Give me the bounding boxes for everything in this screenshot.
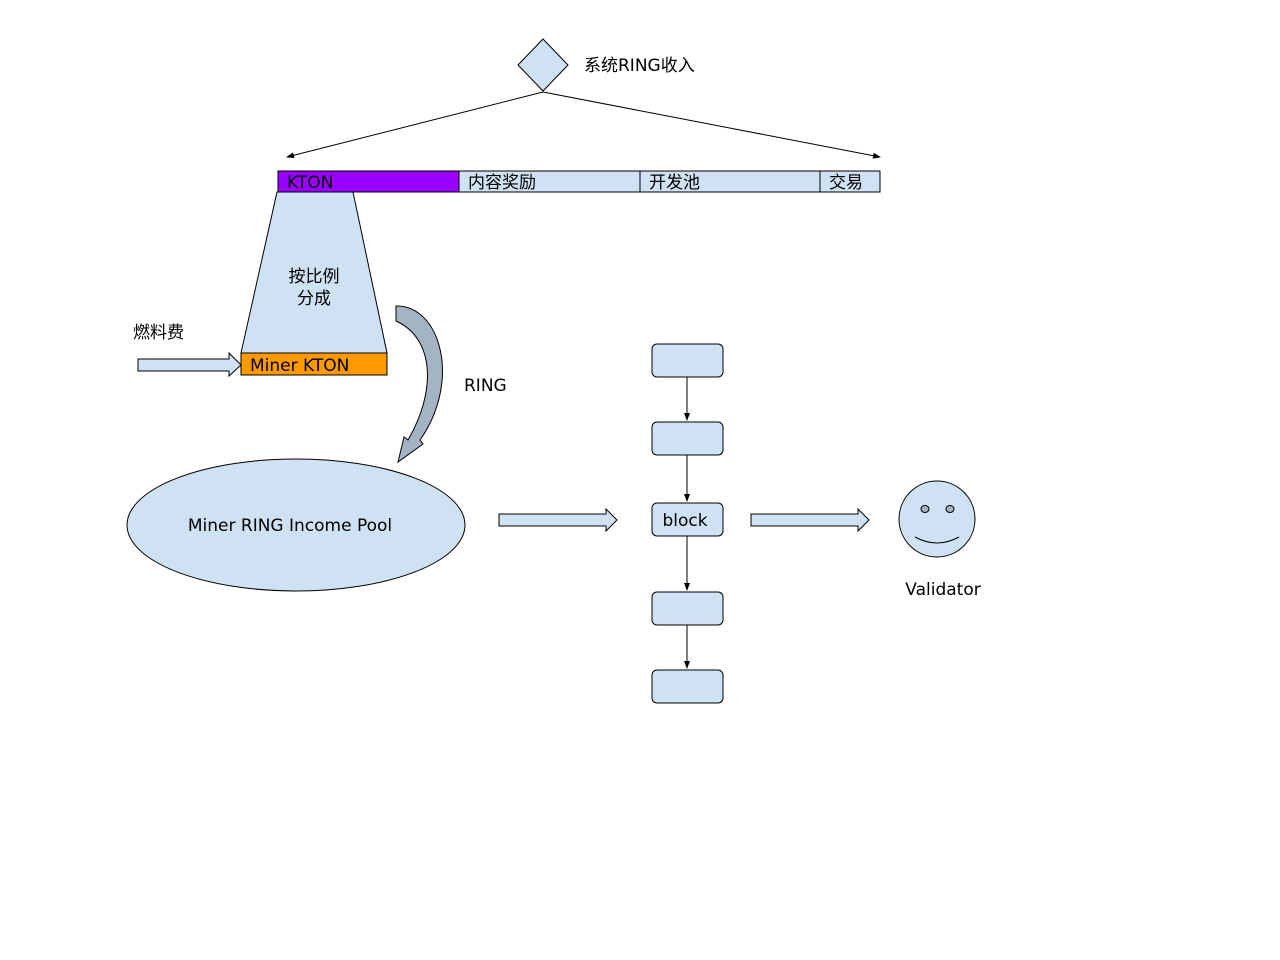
bar-label-content-reward: 内容奖励 <box>468 173 536 193</box>
chain-block-5 <box>651 669 724 704</box>
pool-to-block-arrow <box>498 507 618 533</box>
bar-label-kton: KTON <box>287 173 333 193</box>
block-label: block <box>662 511 707 531</box>
miner-kton-box <box>240 352 388 376</box>
arrow-to-bar-left <box>286 91 544 159</box>
validator-label: Validator <box>905 580 980 600</box>
validator-smiley-icon <box>898 480 976 558</box>
ring-flow-label: RING <box>464 376 507 396</box>
chain-block-4 <box>651 591 724 626</box>
system-ring-income-label: 系统RING收入 <box>584 56 695 76</box>
fuel-fee-label: 燃料费 <box>133 323 184 343</box>
bar-label-trade: 交易 <box>829 173 863 193</box>
bar-label-dev-pool: 开发池 <box>649 173 700 193</box>
pool-label: Miner RING Income Pool <box>188 516 392 536</box>
chain-block-2 <box>651 421 724 456</box>
funnel-label-line1: 按比例 <box>289 267 340 287</box>
ring-curved-arrow <box>395 305 443 464</box>
chain-block-1 <box>651 343 724 378</box>
block-to-validator-arrow <box>750 507 870 533</box>
miner-ring-income-pool <box>126 458 466 592</box>
funnel-label-line2: 分成 <box>297 289 331 309</box>
miner-kton-label: Miner KTON <box>250 356 349 376</box>
diamond-node <box>517 38 569 92</box>
bar-segment-trade <box>819 170 881 193</box>
fuel-fee-arrow <box>137 351 242 378</box>
arrow-to-bar-right <box>542 91 881 159</box>
